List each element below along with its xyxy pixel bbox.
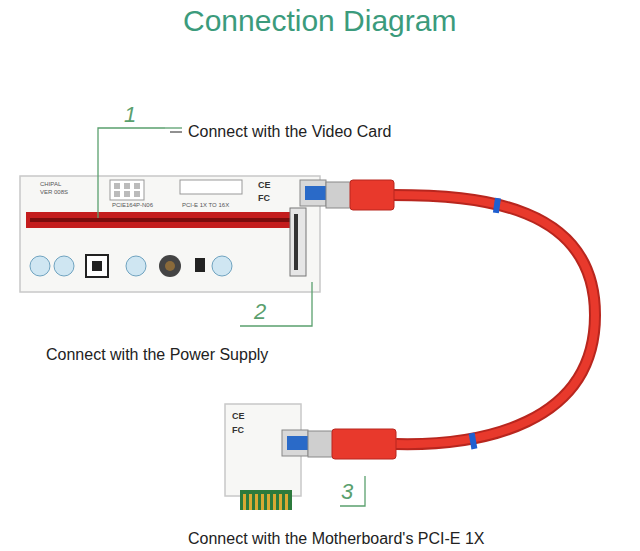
usb-port (300, 180, 326, 206)
usb-port-tongue (287, 436, 308, 450)
text-leaders (170, 132, 182, 133)
usb-plug-metal (326, 182, 352, 208)
pcie-x16-slot (26, 212, 294, 228)
riser-board (20, 176, 320, 292)
usb-plug (332, 429, 396, 459)
connector-holes (114, 183, 140, 197)
usb-cable-outline (392, 195, 595, 444)
usb-port (282, 430, 308, 456)
callout-number: 2 (254, 300, 266, 324)
inductor (159, 255, 181, 277)
diagram-title: Connection Diagram (183, 4, 456, 37)
usb-port-tongue (305, 186, 326, 200)
gold-finger-base (240, 490, 292, 510)
instruction-text: Connect with the Power Supply (46, 346, 268, 364)
leader-lines (98, 128, 365, 506)
usb-cable (392, 195, 595, 444)
sata-connector (290, 208, 306, 276)
board-marking: VER 008S (40, 189, 68, 196)
cable-tie (493, 198, 501, 214)
board-marking: PCIE164P-N06 (112, 202, 153, 209)
instruction-text: Connect with the Video Card (188, 123, 391, 141)
certification-mark: CE (258, 181, 271, 191)
board-marking: CHIPAL (40, 181, 61, 188)
molex-connector (180, 180, 242, 194)
callout-number: 3 (341, 480, 353, 504)
inductor-core (165, 261, 175, 271)
instruction-text: Connect with the Motherboard's PCI-E 1X (188, 530, 485, 548)
sata-slot (294, 214, 298, 270)
slot-groove (30, 218, 290, 222)
certification-mark: CE (232, 412, 245, 422)
usb-plug (350, 180, 394, 210)
gold-fingers (243, 494, 288, 510)
usb-plug-metal (308, 431, 334, 457)
callout-number: 1 (124, 103, 136, 127)
mosfet (195, 258, 205, 272)
regulator-chip (86, 255, 108, 277)
certification-mark: FC (232, 426, 244, 436)
certification-mark: FC (258, 194, 270, 204)
cable-tie (469, 433, 478, 450)
capacitors (30, 256, 232, 276)
chip-core (92, 261, 102, 271)
board-marking: PCI-E 1X TO 16X (182, 202, 229, 209)
power-connector-6pin (110, 180, 144, 200)
